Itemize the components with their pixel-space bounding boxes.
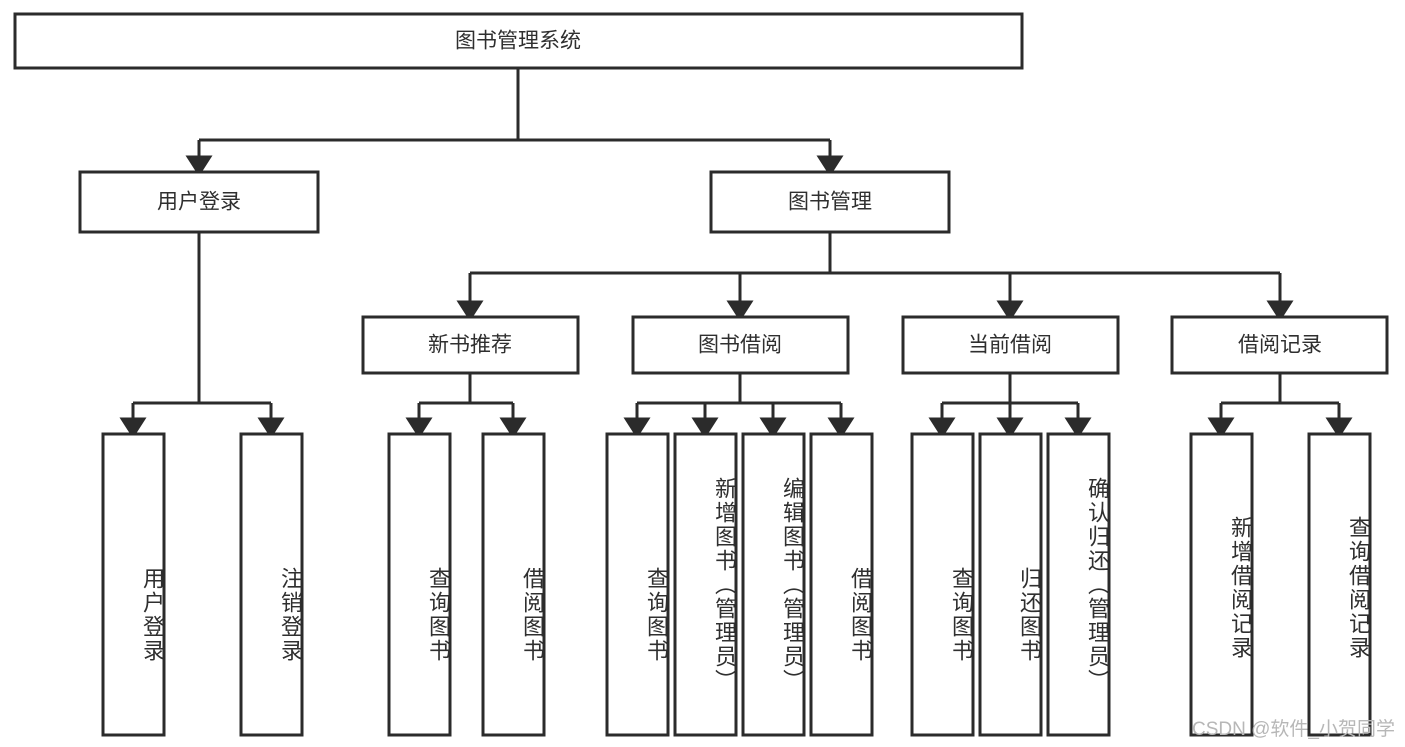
connector-userlogin-to-leaves <box>119 232 285 439</box>
leaf-label-borrow-book-1: 借阅图书 <box>520 567 545 663</box>
leaf-label-borrow-book-2: 借阅图书 <box>848 567 873 663</box>
node-new-book-recommend-label: 新书推荐 <box>428 334 512 357</box>
leaf-box-user-login[interactable] <box>101 432 166 737</box>
node-book-management[interactable]: 图书管理 <box>709 170 951 234</box>
leaf-box-confirm-return[interactable] <box>1046 432 1111 737</box>
leaf-label-return-book: 归还图书 <box>1017 567 1042 663</box>
leaf-box-logout[interactable] <box>239 432 304 737</box>
connector-bookmgmt-to-level3 <box>456 232 1294 322</box>
node-borrow-record-label: 借阅记录 <box>1238 334 1322 357</box>
leaf-box-query-book-3[interactable] <box>910 432 975 737</box>
leaf-label-query-record: 查询借阅记录 <box>1346 515 1371 660</box>
leaf-label-query-book-2: 查询图书 <box>644 567 669 663</box>
leaf-box-add-record[interactable] <box>1189 432 1254 737</box>
leaf-box-query-book-1[interactable] <box>387 432 452 737</box>
leaf-box-borrow-book-2[interactable] <box>809 432 874 737</box>
connector-currentborrow-to-leaves <box>928 373 1092 439</box>
leaf-label-confirm-return: 确认归还（管理员） <box>1085 477 1110 693</box>
leaf-box-borrow-book-1[interactable] <box>481 432 546 737</box>
node-root-label: 图书管理系统 <box>455 30 581 53</box>
node-book-borrow-label: 图书借阅 <box>698 334 782 357</box>
node-current-borrow[interactable]: 当前借阅 <box>901 315 1120 375</box>
leaf-label-query-book-3: 查询图书 <box>949 567 974 663</box>
leaf-label-logout: 注销登录 <box>278 567 303 663</box>
leaf-box-add-book[interactable] <box>673 432 738 737</box>
node-book-management-label: 图书管理 <box>788 191 872 214</box>
leaf-box-query-book-2[interactable] <box>605 432 670 737</box>
node-book-borrow[interactable]: 图书借阅 <box>631 315 850 375</box>
connector-borrowrecord-to-leaves <box>1207 373 1353 439</box>
leaf-label-edit-book: 编辑图书（管理员） <box>780 477 805 693</box>
leaf-box-query-record[interactable] <box>1307 432 1372 737</box>
leaf-box-return-book[interactable] <box>978 432 1043 737</box>
leaf-box-edit-book[interactable] <box>741 432 806 737</box>
node-borrow-record[interactable]: 借阅记录 <box>1170 315 1389 375</box>
node-new-book-recommend[interactable]: 新书推荐 <box>361 315 580 375</box>
leaf-label-user-login: 用户登录 <box>140 567 165 663</box>
node-user-login-label: 用户登录 <box>157 191 241 214</box>
leaf-label-add-book: 新增图书（管理员） <box>712 477 737 693</box>
leaf-label-query-book-1: 查询图书 <box>426 567 451 663</box>
leaf-label-add-record: 新增借阅记录 <box>1228 515 1253 660</box>
node-user-login[interactable]: 用户登录 <box>78 170 320 234</box>
connector-bookborrow-to-leaves <box>623 373 855 439</box>
node-root[interactable]: 图书管理系统 <box>13 12 1024 70</box>
node-current-borrow-label: 当前借阅 <box>968 334 1052 357</box>
connector-newbook-to-leaves <box>405 373 527 439</box>
connector-root-to-level2 <box>185 68 844 177</box>
csdn-watermark: CSDN @软件_小贺同学 <box>1192 719 1395 740</box>
